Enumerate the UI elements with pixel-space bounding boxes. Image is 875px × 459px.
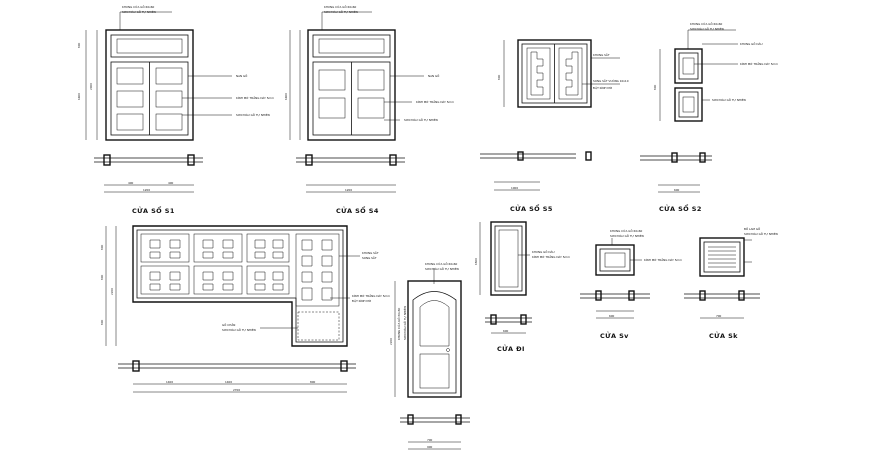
large-dim-h3: 600: [100, 319, 104, 325]
large-dim-htotal: 2200: [110, 288, 114, 295]
s4-note-nan: NAN GỖ: [428, 73, 440, 78]
sv-note: KÍNH MỜ TRẮNG DÀY 5mm: [644, 257, 682, 262]
s5-dim-width: 1000: [511, 186, 518, 190]
door-note-top-2: SƠN MÀU GỖ TỰ NHIÊN: [425, 266, 459, 271]
s2-note-khung: KHUNG GỖ DẦU: [740, 41, 763, 46]
large-note-son: ĐẶT KÍNH MỜ: [352, 298, 372, 303]
s4-note-top-2: SƠN MÀU GỖ TỰ NHIÊN: [324, 9, 358, 14]
window-s2-elevation: 600 KHUNG CỬA GỖ 60x60 SƠN MÀU GỖ TỰ NHI…: [640, 21, 778, 213]
sk-note-2: SƠN MÀU GỖ TỰ NHIÊN: [744, 231, 778, 236]
large-dim-h2: 600: [100, 274, 104, 280]
window-sv-elevation: KÍNH MỜ TRẮNG DÀY 5mm KHUNG CỬA GỖ 60x60…: [580, 228, 682, 340]
s2-note-top-2: SƠN MÀU GỖ TỰ NHIÊN: [690, 26, 724, 31]
s2-dim-width: 600: [674, 188, 680, 192]
title-door-di: CỬA ĐI: [497, 343, 525, 353]
door-note-top-1: KHUNG CỬA GỖ 60x60: [425, 261, 458, 266]
title-window-s4: CỬA SỔ S4: [336, 205, 379, 215]
large-dim-h1: 600: [100, 244, 104, 250]
window-s4-elevation: 1400 KHUNG CỬA GỖ 60x60 SƠN MÀU GỖ TỰ NH…: [284, 4, 454, 215]
large-dim-w1: 1400: [166, 380, 173, 384]
s1-note-nan: NAN GỖ: [236, 73, 248, 78]
large-dim-w3: 800: [310, 380, 316, 384]
door-dim-width: 700: [427, 438, 433, 442]
door-dim-width-b: 900: [427, 445, 433, 449]
s1-dim-width-b: 400: [168, 181, 174, 185]
door-note-left-2: SƠN MÀU GỖ TỰ NHIÊN: [402, 306, 407, 340]
s2-note-son: SƠN MÀU GỖ TỰ NHIÊN: [712, 97, 746, 102]
sk-louvres: [708, 246, 736, 268]
title-window-sv: CỬA Sv: [600, 330, 629, 340]
door-elevation: 2200 KHUNG CỬA GỖ 60x60 SƠN MÀU GỖ TỰ NH…: [389, 261, 470, 450]
s2-note-kinh: KÍNH MỜ TRẮNG DÀY 5mm: [740, 61, 778, 66]
s5-dim-height: 600: [497, 74, 501, 80]
window-s1-elevation: 600 1400 2000 KHUNG CỬA GỖ 60x60 SƠN MÀU…: [77, 4, 274, 215]
s2-dim-height: 600: [653, 84, 657, 90]
sv-dim-width: 600: [609, 314, 615, 318]
s1-note-kinh: KÍNH MỜ TRẮNG DÀY 5mm: [236, 95, 274, 100]
door-di-elevation: 1600 KHUNG GỖ DẦU KÍNH MỜ TRẮNG DÀY 5mm …: [474, 221, 570, 353]
s4-note-kinh: KÍNH MỜ TRẮNG DÀY 5mm: [416, 99, 454, 104]
s4-dim-width: 1200: [345, 188, 352, 192]
s5-note-son: ĐẶT KÍNH MỜ: [593, 85, 613, 90]
large-note-song: SONG SẮT: [362, 255, 377, 260]
window-sk-elevation: BỔ LAM GỖ SƠN MÀU GỖ TỰ NHIÊN 700 CỬA Sk: [684, 226, 778, 340]
title-window-s2: CỬA SỔ S2: [659, 203, 702, 213]
sk-dim-width: 700: [716, 314, 722, 318]
large-dim-wtotal: 2700: [233, 388, 240, 392]
sv-note-top-2: SƠN MÀU GỖ TỰ NHIÊN: [610, 233, 644, 238]
large-note-khung: KHUNG SẮT: [362, 250, 379, 255]
s1-dim-width: 1200: [143, 188, 150, 192]
s1-dim-total: 2000: [89, 83, 93, 90]
window-s5-elevation: 600 KHUNG SẮT SONG SẮT VUÔNG 10x10 ĐẶT K…: [480, 39, 629, 213]
s1-note-son: SƠN MÀU GỖ TỰ NHIÊN: [236, 112, 270, 117]
s5-note-khung: KHUNG SẮT: [593, 52, 610, 57]
large-note-panel-2: SƠN MÀU GỖ TỰ NHIÊN: [222, 327, 256, 332]
s4-note-top-1: KHUNG CỬA GỖ 60x60: [324, 4, 357, 9]
s1-note-top-1: KHUNG CỬA GỖ 60x60: [122, 4, 155, 9]
door-di-note-2: KÍNH MỜ TRẮNG DÀY 5mm: [532, 254, 570, 259]
s1-dim-width-a: 400: [128, 181, 134, 185]
s1-dim-top: 600: [77, 42, 81, 48]
window-large-elevation: 600 600 2200 600 KHUNG SẮT SONG SẮT KÍNH…: [100, 225, 390, 393]
large-note-panel-1: GỖ CHẮN: [222, 322, 235, 327]
door-di-dim-height: 1600: [474, 258, 478, 265]
s2-note-top-1: KHUNG CỬA GỖ 60x60: [690, 21, 723, 26]
s1-dim-height: 1400: [77, 93, 81, 100]
title-window-s5: CỬA SỔ S5: [510, 203, 553, 213]
large-note-kinh: KÍNH MỜ TRẮNG DÀY 5mm: [352, 293, 390, 298]
door-di-dim-width: 600: [503, 329, 509, 333]
s1-note-top-2: SƠN MÀU GỖ TỰ NHIÊN: [122, 9, 156, 14]
s4-dim-height: 1400: [284, 93, 288, 100]
door-di-note-1: KHUNG GỖ DẦU: [532, 249, 555, 254]
s4-note-son: SƠN MÀU GỖ TỰ NHIÊN: [404, 117, 438, 122]
door-dim-height: 2200: [389, 338, 393, 345]
title-window-s1: CỬA SỔ S1: [132, 205, 175, 215]
large-dim-w2: 1400: [225, 380, 232, 384]
sv-note-top-1: KHUNG CỬA GỖ 60x60: [610, 228, 643, 233]
large-window-grille: [140, 233, 340, 341]
door-note-left-1: KHUNG CỬA GỖ 60x60: [396, 307, 401, 340]
s5-note-song: SONG SẮT VUÔNG 10x10: [593, 78, 629, 83]
title-window-sk: CỬA Sk: [709, 330, 738, 340]
sk-note-1: BỔ LAM GỖ: [744, 226, 761, 231]
